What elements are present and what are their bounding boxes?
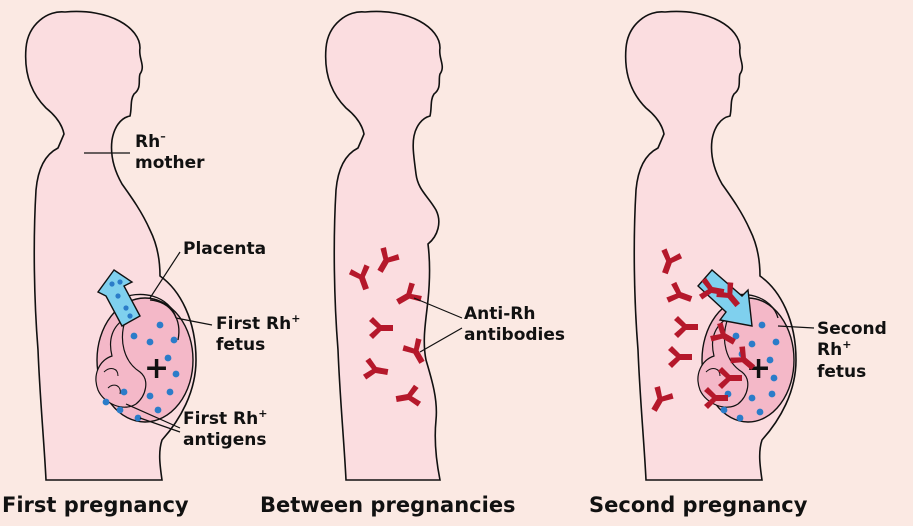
fetus-label-line2: Rh+	[817, 338, 851, 360]
antibodies-label-line1: Anti-Rh	[464, 304, 535, 324]
mother-silhouette	[326, 11, 443, 480]
antigens-label-line2: antigens	[183, 430, 266, 450]
placenta-label: Placenta	[183, 239, 266, 259]
plus-symbol: +	[144, 351, 169, 386]
panel-between-pregnancies: Anti-Rh antibodies Between pregnancies	[260, 11, 565, 517]
mother-label-line1: Rh–	[135, 130, 166, 152]
caption-second-pregnancy: Second pregnancy	[589, 493, 808, 517]
fetus-label-line1: First Rh+	[216, 312, 300, 334]
fetus-label-line2: fetus	[216, 335, 265, 355]
panel-first-pregnancy: + Rh– mother Placenta First Rh+ fetus Fi…	[2, 11, 300, 517]
panel-second-pregnancy: + Second Rh+ fetus Second pregnancy	[589, 11, 887, 517]
caption-between-pregnancies: Between pregnancies	[260, 493, 516, 517]
mother-label-line2: mother	[135, 153, 205, 173]
caption-first-pregnancy: First pregnancy	[2, 493, 189, 517]
antigens-label-line1: First Rh+	[183, 407, 267, 429]
antibodies-label-line2: antibodies	[464, 325, 565, 345]
fetus-label-line1: Second	[817, 319, 887, 339]
fetus-label-line3: fetus	[817, 362, 866, 382]
